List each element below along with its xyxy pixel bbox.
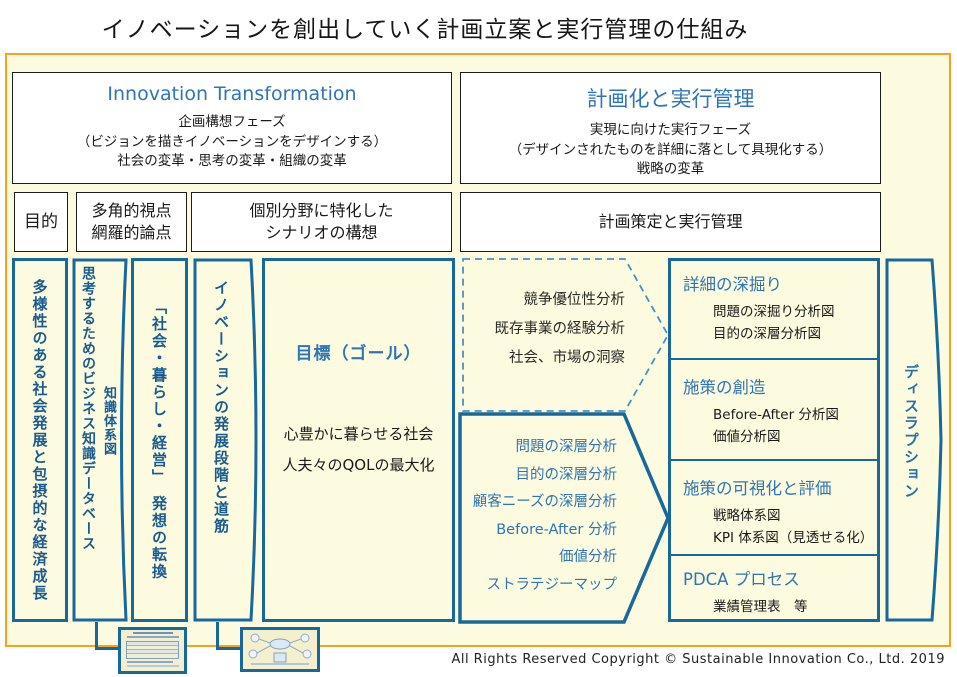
panel-divider (671, 459, 877, 461)
page-title: イノベーションを創出していく計画立案と実行管理の仕組み (101, 17, 749, 43)
thumbnail-detail (127, 646, 178, 650)
goal-title: 目標（ゴール） (295, 344, 422, 364)
scenario-line: シナリオの構想 (265, 223, 378, 242)
viewpoints-line: 網羅的論点 (91, 223, 172, 242)
section-item: 目的の深層分析図 (713, 326, 821, 342)
phase-right-line: （デザインされたものを詳細に落として具現化する） (508, 141, 833, 158)
section-item: KPI 体系図（見透せる化） (713, 530, 874, 546)
analysis-input-item: 既存事業の経験分析 (494, 321, 626, 337)
phase-left-line: 企画構想フェーズ (178, 114, 286, 130)
analysis-input-item: 社会、市場の洞察 (509, 350, 625, 366)
goal-line: 心豊かに暮らせる社会 (283, 425, 434, 443)
column-innovation-path: イノベーションの発展段階と道筋 (193, 258, 263, 622)
thumbnail-detail (127, 661, 173, 663)
plan-management-label: 計画策定と実行管理 (598, 212, 743, 231)
knowledge-doc-thumbnail (118, 627, 187, 674)
section-item: 価値分析図 (713, 429, 781, 445)
column-disruption: ディスラプション (885, 258, 948, 622)
knowledge-database-shape (72, 258, 128, 622)
column-idea-shift: 「社会・暮らし・経営」 発想の転換 (131, 258, 188, 622)
panel-divider (671, 554, 877, 556)
thumbnail-detail (127, 636, 179, 638)
plan-management-box: 計画策定と実行管理 (460, 192, 881, 252)
goal-line: 人夫々のQOLの最大化 (282, 456, 435, 474)
column-idea-shift-label: 「社会・暮らし・経営」 発想の転換 (150, 299, 168, 581)
knowledge-map-label: 知識体系図 (101, 386, 116, 456)
analysis-method-item: 価値分析 (559, 549, 617, 565)
section-item: 業績管理表 等 (713, 599, 808, 615)
analysis-method-item: 問題の深層分析 (515, 439, 618, 455)
analysis-method-item: Before-After 分析 (496, 521, 617, 538)
phase-box-innovation-transformation: Innovation Transformation 企画構想フェーズ （ビジョン… (12, 72, 452, 184)
section-heading: 施策の創造 (683, 378, 766, 397)
purpose-label: 目的 (24, 212, 58, 232)
column-social-development-label: 多様性のある社会発展と包摂的な経済成長 (30, 278, 49, 602)
viewpoints-line: 多角的視点 (91, 201, 172, 220)
analysis-method-item: 顧客ニーズの深層分析 (472, 494, 617, 510)
connector-line (216, 622, 219, 650)
thumbnail-detail (127, 650, 178, 654)
section-pdca-process: PDCA プロセス 業績管理表 等 (671, 556, 877, 618)
column-social-development: 多様性のある社会発展と包摂的な経済成長 (12, 258, 68, 622)
phase-right-title: 計画化と実行管理 (586, 87, 755, 111)
viewpoints-box: 多角的視点 網羅的論点 (76, 192, 187, 252)
connector-line (95, 622, 98, 650)
analysis-method-list: 問題の深層分析 目的の深層分析 顧客ニーズの深層分析 Before-After … (462, 434, 617, 599)
section-heading: PDCA プロセス (683, 570, 800, 589)
diagram-thumbnail (240, 627, 320, 672)
scenario-line: 個別分野に特化した (249, 201, 394, 220)
section-item: Before-After 分析図 (713, 407, 839, 423)
phase-right-line: 実現に向けた実行フェーズ (589, 122, 752, 138)
analysis-input-arrow (462, 258, 670, 412)
connector-line (95, 647, 119, 650)
thumbnail-detail (127, 665, 179, 667)
copyright-text: All Rights Reserved Copyright © Sustaina… (451, 652, 945, 667)
phase-right-line: 戦略の変革 (636, 161, 705, 177)
analysis-method-arrow (458, 412, 670, 624)
purpose-label-box: 目的 (14, 192, 68, 252)
analysis-method-item: 目的の深層分析 (515, 466, 618, 483)
disruption-shape (885, 258, 943, 622)
section-heading: 施策の可視化と評価 (683, 479, 832, 498)
section-visualization-evaluation: 施策の可視化と評価 戦略体系図 KPI 体系図（見透せる化） (671, 461, 877, 549)
phase-left-line: 社会の変革・思考の変革・組織の変革 (117, 153, 347, 169)
knowledge-database-label: 思考するためのビジネス知識データベース (80, 266, 96, 551)
thumbnail-diagram-graphic (248, 633, 312, 665)
thumbnail-detail (127, 642, 178, 646)
section-item: 戦略体系図 (713, 508, 781, 524)
analysis-input-item: 競争優位性分析 (523, 292, 626, 308)
goal-box: 目標（ゴール） 心豊かに暮らせる社会 人夫々のQOLの最大化 (262, 258, 455, 622)
output-panel: 詳細の深掘り 問題の深掘り分析図 目的の深層分析図 施策の創造 Before-A… (668, 258, 880, 622)
phase-box-plan-execution: 計画化と実行管理 実現に向けた実行フェーズ （デザインされたものを詳細に落として… (460, 72, 881, 184)
phase-left-title: Innovation Transformation (107, 83, 357, 105)
panel-divider (671, 358, 877, 360)
column-disruption-label: ディスラプション (902, 364, 920, 500)
scenario-box: 個別分野に特化した シナリオの構想 (191, 192, 452, 252)
section-deep-dive: 詳細の深掘り 問題の深掘り分析図 目的の深層分析図 (671, 261, 877, 345)
section-heading: 詳細の深掘り (683, 275, 782, 294)
analysis-input-list: 競争優位性分析 既存事業の経験分析 社会、市場の洞察 (470, 286, 626, 373)
section-measure-creation: 施策の創造 Before-After 分析図 価値分析図 (671, 360, 877, 448)
column-innovation-path-label: イノベーションの発展段階と道筋 (212, 280, 230, 535)
connector-line (216, 647, 241, 650)
section-item: 問題の深掘り分析図 (713, 304, 835, 320)
column-knowledge-database: 思考するためのビジネス知識データベース 知識体系図 (72, 258, 130, 622)
innovation-path-shape (193, 258, 258, 622)
phase-left-line: （ビジョンを描きイノベーションをデザインする） (76, 133, 388, 150)
thumbnail-detail (133, 632, 173, 634)
thumbnail-detail (126, 641, 179, 659)
analysis-method-item: ストラテジーマップ (486, 576, 618, 593)
